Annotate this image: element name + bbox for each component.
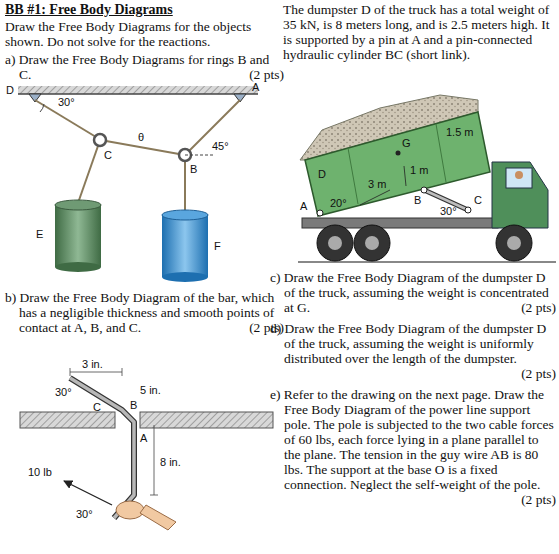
text-block: 8 in. (160, 456, 181, 468)
points-note: (2 pts) (521, 492, 556, 507)
bar-system (20, 368, 273, 530)
dimension-label: 5 in. (140, 384, 161, 396)
text-block: 30° (55, 386, 72, 398)
text-block: A (140, 432, 147, 444)
dimension-label: 1.5 m (446, 126, 474, 138)
text-block: C (474, 194, 482, 206)
problem-text: The dumpster D of the truck has a total … (283, 2, 550, 62)
pin-label: C (474, 194, 482, 206)
text-block: B (190, 163, 197, 175)
weight-label: F (214, 240, 221, 252)
text-block: The dumpster D of the truck has a total … (283, 2, 555, 62)
text-block: 20° (330, 197, 347, 209)
text-block: 1.5 m (446, 126, 474, 138)
ring-system (18, 86, 258, 282)
question-text: c) Draw the Free Body Diagram of the dum… (270, 270, 549, 315)
point-label: A (252, 81, 259, 93)
dimension-label: 1 m (410, 164, 428, 176)
text-block: 30° (440, 205, 457, 217)
instruction-text: Draw the Free Body Diagrams for the obje… (5, 19, 251, 49)
question-text: b) Draw the Free Body Diagram of the bar… (5, 290, 274, 335)
dimension-label: 3 in. (82, 358, 103, 370)
points-note: (2 pts) (249, 67, 284, 82)
dimension-label: 3 m (368, 178, 386, 190)
pin-label: A (300, 200, 307, 212)
ring-label: C (104, 149, 112, 161)
text-block: F (214, 240, 221, 252)
question-text: d) Draw the Free Body Diagram of the dum… (270, 321, 546, 366)
title: BB #1: Free Body Diagrams (5, 2, 173, 18)
text-block: 10 lb (28, 466, 52, 478)
text-block: A (300, 200, 307, 212)
dimension-label: 8 in. (160, 456, 181, 468)
text-block: A (252, 81, 259, 93)
text-block: D (6, 84, 14, 96)
contact-label: A (140, 432, 147, 444)
text-block: b) Draw the Free Body Diagram of the bar… (5, 290, 284, 335)
ring-label: B (190, 163, 197, 175)
angle-label: 30° (76, 508, 93, 520)
text-block: G (402, 137, 411, 149)
angle-label: 30° (440, 205, 457, 217)
text-block: Draw the Free Body Diagrams for the obje… (5, 19, 270, 49)
text-block: θ (138, 131, 144, 143)
text-block: 30° (76, 508, 93, 520)
text-block: 30° (58, 96, 75, 108)
text-block: C (93, 401, 101, 413)
force-label: 10 lb (28, 466, 52, 478)
text-block: 3 in. (82, 358, 103, 370)
text-block: D (318, 168, 326, 180)
text-block: B (414, 194, 421, 206)
text-block: 1 m (410, 164, 428, 176)
text-block: 5 in. (140, 384, 161, 396)
weight-label: E (36, 228, 43, 240)
point-label: G (402, 137, 411, 149)
angle-label: 20° (330, 197, 347, 209)
text-block: c) Draw the Free Body Diagram of the dum… (270, 270, 556, 315)
contact-label: B (130, 399, 137, 411)
point-label: D (6, 84, 14, 96)
dump-truck (298, 95, 556, 262)
text-block: E (36, 228, 43, 240)
text-block: 3 m (368, 178, 386, 190)
angle-label: 45° (212, 140, 229, 152)
text-block: e) Refer to the drawing on the next page… (270, 387, 556, 507)
contact-label: C (93, 401, 101, 413)
angle-label: 30° (55, 386, 72, 398)
angle-label: θ (138, 131, 144, 143)
text-block: d) Draw the Free Body Diagram of the dum… (270, 321, 556, 381)
points-note: (2 pts) (521, 366, 556, 381)
pin-label: B (414, 194, 421, 206)
text-block: 45° (212, 140, 229, 152)
body-label: D (318, 168, 326, 180)
text-block: a) Draw the Free Body Diagrams for rings… (5, 52, 284, 82)
text-block: C (104, 149, 112, 161)
angle-label: 30° (58, 96, 75, 108)
text-block: B (130, 399, 137, 411)
question-text: a) Draw the Free Body Diagrams for rings… (5, 52, 269, 82)
question-text: e) Refer to the drawing on the next page… (270, 387, 554, 492)
points-note: (2 pts) (521, 300, 556, 315)
